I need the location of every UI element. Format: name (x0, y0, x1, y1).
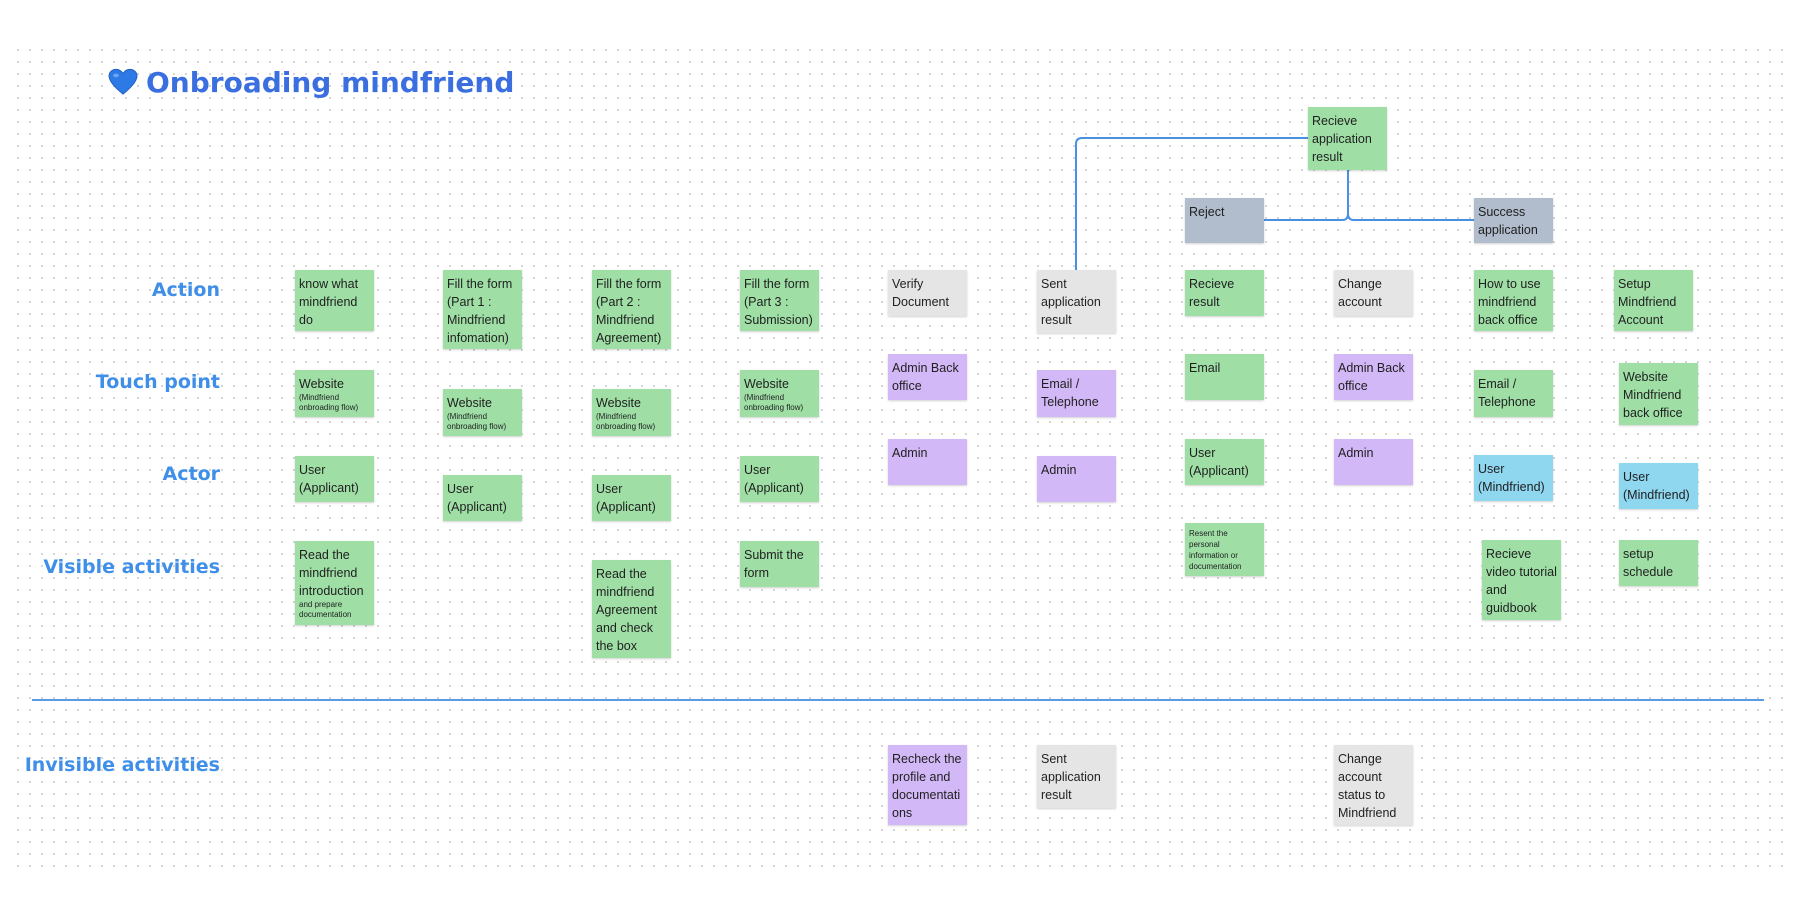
title-text: Onbroading mindfriend (146, 65, 515, 99)
sticky-visible-activity[interactable]: Read the mindfriend Agreement and check … (592, 560, 671, 658)
sticky-visible-activity[interactable]: Submit the form (740, 541, 819, 587)
sticky-action[interactable]: Change account (1334, 270, 1413, 316)
page-title: Onbroading mindfriend (108, 62, 514, 102)
sticky-touch-point[interactable]: Email / Telephone (1474, 370, 1553, 417)
touch-point-label: Website (596, 396, 641, 410)
visible-activity-label: Read the mindfriend introduction (299, 548, 364, 598)
sticky-action[interactable]: Fill the form (Part 3 : Submission) (740, 270, 819, 331)
sticky-action[interactable]: Recieve result (1185, 270, 1264, 316)
row-label-touch-point: Touch point (95, 371, 220, 393)
sticky-invisible-activity[interactable]: Sent application result (1037, 745, 1116, 808)
sticky-actor[interactable]: Admin (1334, 439, 1413, 485)
row-label-action: Action (151, 279, 220, 301)
sticky-action[interactable]: Fill the form (Part 1 : Mindfriend infom… (443, 270, 522, 349)
sticky-actor[interactable]: User (Applicant) (1185, 439, 1264, 485)
sticky-visible-activity[interactable]: Recieve video tutorial and guidbook (1482, 540, 1561, 620)
line-of-visibility (32, 699, 1764, 701)
touch-point-detail: (Mindfriend onbroading flow) (447, 412, 507, 431)
touch-point-label: Website (299, 377, 344, 391)
sticky-receive-application-result[interactable]: Recieve application result (1308, 107, 1387, 170)
sticky-actor[interactable]: User (Applicant) (592, 475, 671, 521)
sticky-actor[interactable]: User (Mindfriend) (1619, 463, 1698, 509)
row-label-visible-activities: Visible activities (43, 556, 220, 578)
sticky-actor[interactable]: Admin (888, 439, 967, 485)
sticky-action[interactable]: Fill the form (Part 2 : Mindfriend Agree… (592, 270, 671, 349)
sticky-touch-point[interactable]: Email / Telephone (1037, 370, 1116, 417)
sticky-reject[interactable]: Reject (1185, 198, 1264, 243)
sticky-touch-point[interactable]: Website Mindfriend back office (1619, 363, 1698, 425)
sticky-action[interactable]: Sent application result (1037, 270, 1116, 333)
touch-point-detail: (Mindfriend onbroading flow) (299, 393, 359, 412)
sticky-invisible-activity[interactable]: Recheck the profile and documentati ons (888, 745, 967, 825)
sticky-touch-point[interactable]: Website (Mindfriend onbroading flow) (295, 370, 374, 417)
sticky-success-application[interactable]: Success application (1474, 198, 1553, 243)
sticky-actor[interactable]: User (Applicant) (295, 456, 374, 502)
row-label-actor: Actor (162, 463, 220, 485)
sticky-visible-activity[interactable]: setup schedule (1619, 540, 1698, 586)
sticky-action[interactable]: know what mindfriend do (295, 270, 374, 331)
sticky-invisible-activity[interactable]: Change account status to Mindfriend (1334, 745, 1413, 825)
sticky-touch-point[interactable]: Admin Back office (1334, 354, 1413, 400)
sticky-actor[interactable]: User (Mindfriend) (1474, 455, 1553, 501)
blue-heart-icon (108, 68, 138, 95)
sticky-touch-point[interactable]: Website (Mindfriend onbroading flow) (592, 389, 671, 436)
row-label-invisible-activities: Invisible activities (24, 754, 220, 776)
touch-point-label: Website (744, 377, 789, 391)
sticky-visible-activity[interactable]: Resent the personal information or docum… (1185, 523, 1264, 576)
sticky-touch-point[interactable]: Email (1185, 354, 1264, 400)
sticky-action[interactable]: Verify Document (888, 270, 967, 316)
touch-point-detail: (Mindfriend onbroading flow) (744, 393, 804, 412)
touch-point-label: Website (447, 396, 492, 410)
sticky-actor[interactable]: User (Applicant) (443, 475, 522, 521)
sticky-action[interactable]: Setup Mindfriend Account (1614, 270, 1693, 331)
sticky-touch-point[interactable]: Admin Back office (888, 354, 967, 400)
visible-activity-detail: and prepare documentation (299, 600, 352, 619)
sticky-touch-point[interactable]: Website (Mindfriend onbroading flow) (740, 370, 819, 417)
touch-point-detail: (Mindfriend onbroading flow) (596, 412, 656, 431)
sticky-actor[interactable]: Admin (1037, 456, 1116, 502)
sticky-actor[interactable]: User (Applicant) (740, 456, 819, 502)
sticky-action[interactable]: How to use mindfriend back office (1474, 270, 1553, 331)
sticky-touch-point[interactable]: Website (Mindfriend onbroading flow) (443, 389, 522, 436)
sticky-visible-activity[interactable]: Read the mindfriend introduction and prep… (295, 541, 374, 625)
